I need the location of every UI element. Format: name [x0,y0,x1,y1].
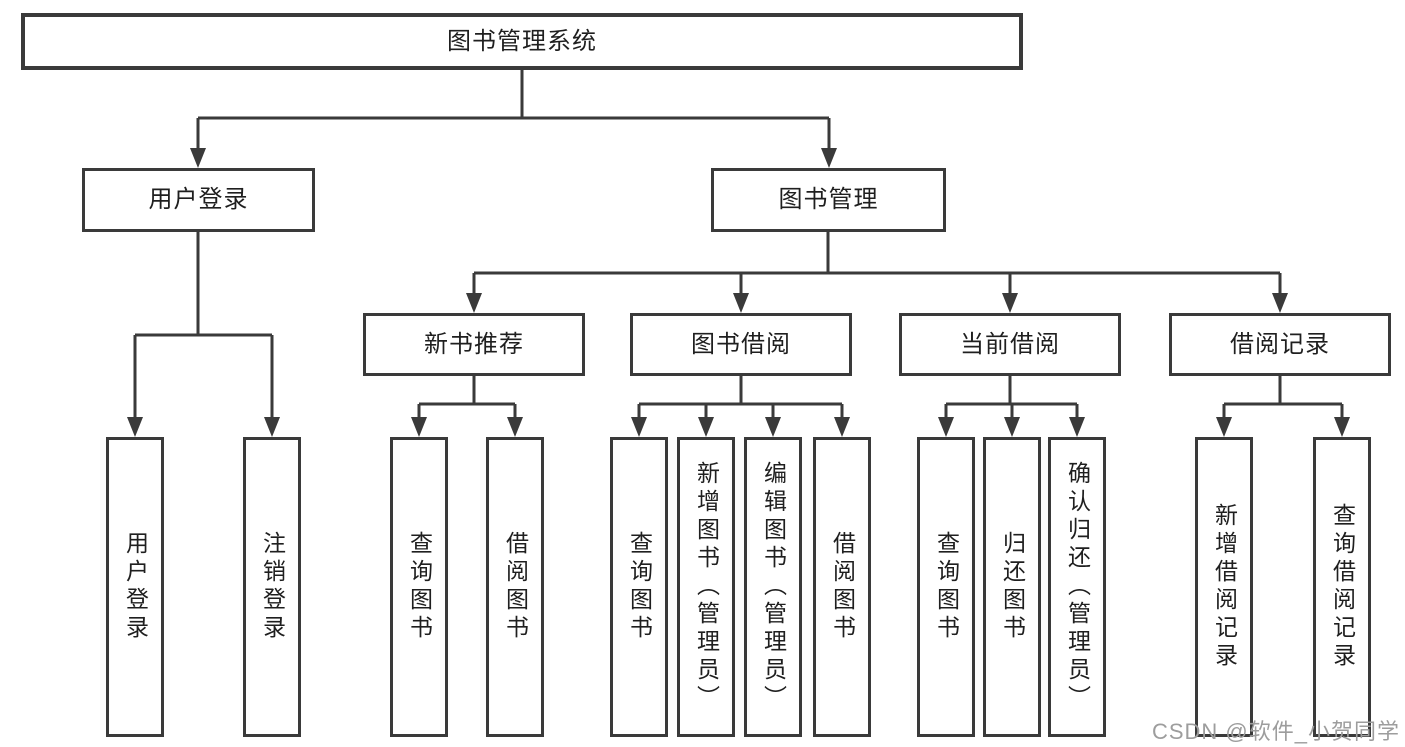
leaf-label: 注销登录 [259,531,286,643]
node-library-management-system: 图书管理系统 [21,13,1023,70]
leaf-add-borrow-record: 新增借阅记录 [1195,437,1253,737]
node-label: 用户登录 [148,186,249,213]
node-label: 借阅记录 [1230,330,1330,358]
node-book-management: 图书管理 [711,168,946,232]
leaf-confirm-return-admin: 确认归还（管理员） [1048,437,1106,737]
leaf-current-query-books: 查询图书 [917,437,975,737]
leaf-new-book-borrow-books: 借阅图书 [486,437,544,737]
leaf-borrow-borrow-books: 借阅图书 [813,437,871,737]
node-borrow-record: 借阅记录 [1169,313,1391,376]
leaf-label: 借阅图书 [502,531,529,643]
leaf-new-book-query-books: 查询图书 [390,437,448,737]
leaf-user-login: 用户登录 [106,437,164,737]
leaf-add-books-admin: 新增图书（管理员） [677,437,735,737]
node-label: 图书借阅 [691,330,791,358]
leaf-query-borrow-record: 查询借阅记录 [1313,437,1371,737]
node-new-book-recommend: 新书推荐 [363,313,585,376]
leaf-label: 查询图书 [933,531,960,643]
leaf-label: 查询借阅记录 [1329,503,1356,671]
leaf-label: 新增借阅记录 [1211,503,1238,671]
watermark: CSDN @软件_小贺同学 [1151,719,1400,744]
leaf-label: 确认归还（管理员） [1064,461,1091,713]
leaf-return-books: 归还图书 [983,437,1041,737]
leaf-logout-login: 注销登录 [243,437,301,737]
leaf-borrow-query-books: 查询图书 [610,437,668,737]
leaf-edit-books-admin: 编辑图书（管理员） [744,437,802,737]
leaf-label: 编辑图书（管理员） [760,461,787,713]
leaf-label: 归还图书 [999,531,1026,643]
leaf-label: 新增图书（管理员） [693,461,720,713]
leaf-label: 查询图书 [626,531,653,643]
node-label: 当前借阅 [960,330,1060,358]
node-current-borrow: 当前借阅 [899,313,1121,376]
node-label: 图书管理 [778,186,879,213]
node-label: 新书推荐 [424,330,524,358]
leaf-label: 借阅图书 [829,531,856,643]
leaf-label: 查询图书 [406,531,433,643]
leaf-label: 用户登录 [122,531,149,643]
node-label: 图书管理系统 [447,27,597,55]
node-book-borrow: 图书借阅 [630,313,852,376]
node-user-login: 用户登录 [82,168,315,232]
